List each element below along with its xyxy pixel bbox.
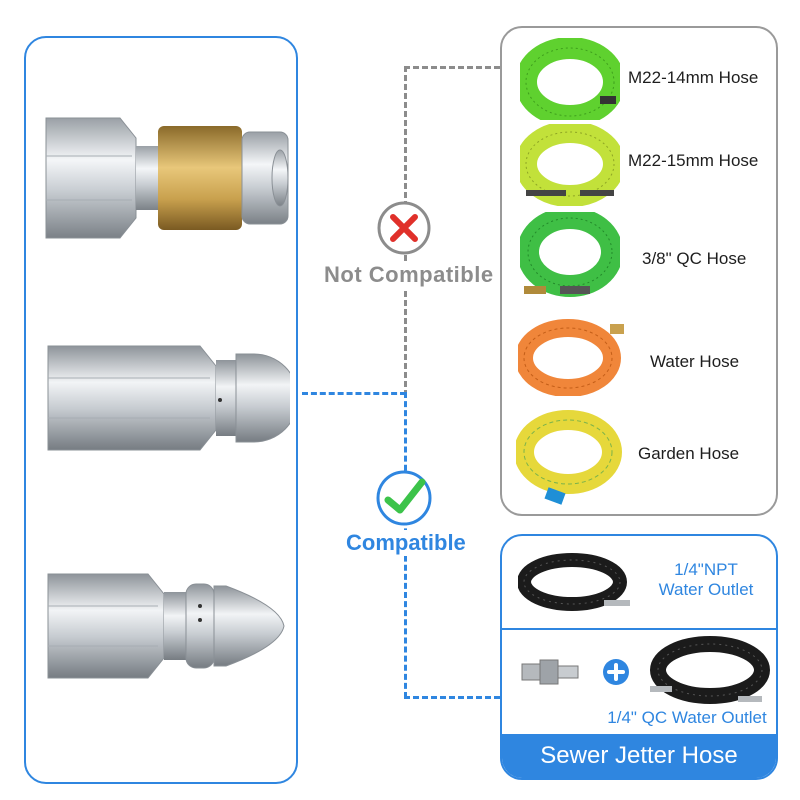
rotating-nozzle-image (45, 117, 289, 239)
plus-icon (603, 659, 629, 685)
bullet-nozzle-image (47, 573, 285, 679)
grey-connector-top (404, 66, 500, 69)
hose-item-garden (514, 410, 626, 515)
sewer-jetter-panel: 1/4"NPT Water Outlet 1/4" QC Water Outle… (500, 534, 778, 780)
npt-outlet-label: 1/4"NPT Water Outlet (636, 560, 776, 600)
hose-label: Water Hose (650, 352, 740, 371)
nozzle-panel (24, 36, 298, 784)
hose-item-m22-15mm (515, 121, 625, 211)
hose-item-m22-14mm (515, 37, 625, 127)
orange-hose-coil-image (515, 319, 624, 397)
green-hose-coil-image (515, 37, 625, 127)
yellow-hose-coil-image (514, 410, 622, 505)
check-icon (376, 470, 432, 526)
black-npt-hose-image (518, 553, 630, 611)
hose-label: Garden Hose (638, 444, 740, 463)
hose-label: M22-14mm Hose (628, 68, 759, 87)
compatible-label: Compatible (344, 530, 468, 556)
incompatible-hose-panel: M22-14mm Hose M22-15mm Hose 3/8" QC Hose… (500, 26, 778, 516)
blue-connector-left (302, 392, 406, 395)
green-qc-hose-coil-image (517, 207, 623, 297)
not-compatible-label: Not Compatible (322, 262, 496, 288)
qc-outlet-label: 1/4" QC Water Outlet (607, 708, 767, 727)
black-qc-hose-image (650, 636, 770, 704)
panel-divider (502, 628, 776, 630)
npt-outlet-label-line2: Water Outlet (658, 580, 754, 599)
hose-label: 3/8" QC Hose (642, 249, 747, 268)
round-nozzle-image (47, 345, 290, 451)
npt-outlet-label-line1: 1/4"NPT (674, 560, 738, 579)
hose-item-water (515, 316, 628, 401)
lime-hose-coil-image (515, 121, 625, 207)
blue-connector-bottom (404, 696, 500, 699)
sewer-jetter-hose-title: Sewer Jetter Hose (502, 734, 776, 778)
hose-item-qc (517, 207, 623, 307)
qc-coupler-image (521, 659, 579, 685)
x-icon (377, 201, 431, 255)
hose-label: M22-15mm Hose (628, 151, 759, 170)
